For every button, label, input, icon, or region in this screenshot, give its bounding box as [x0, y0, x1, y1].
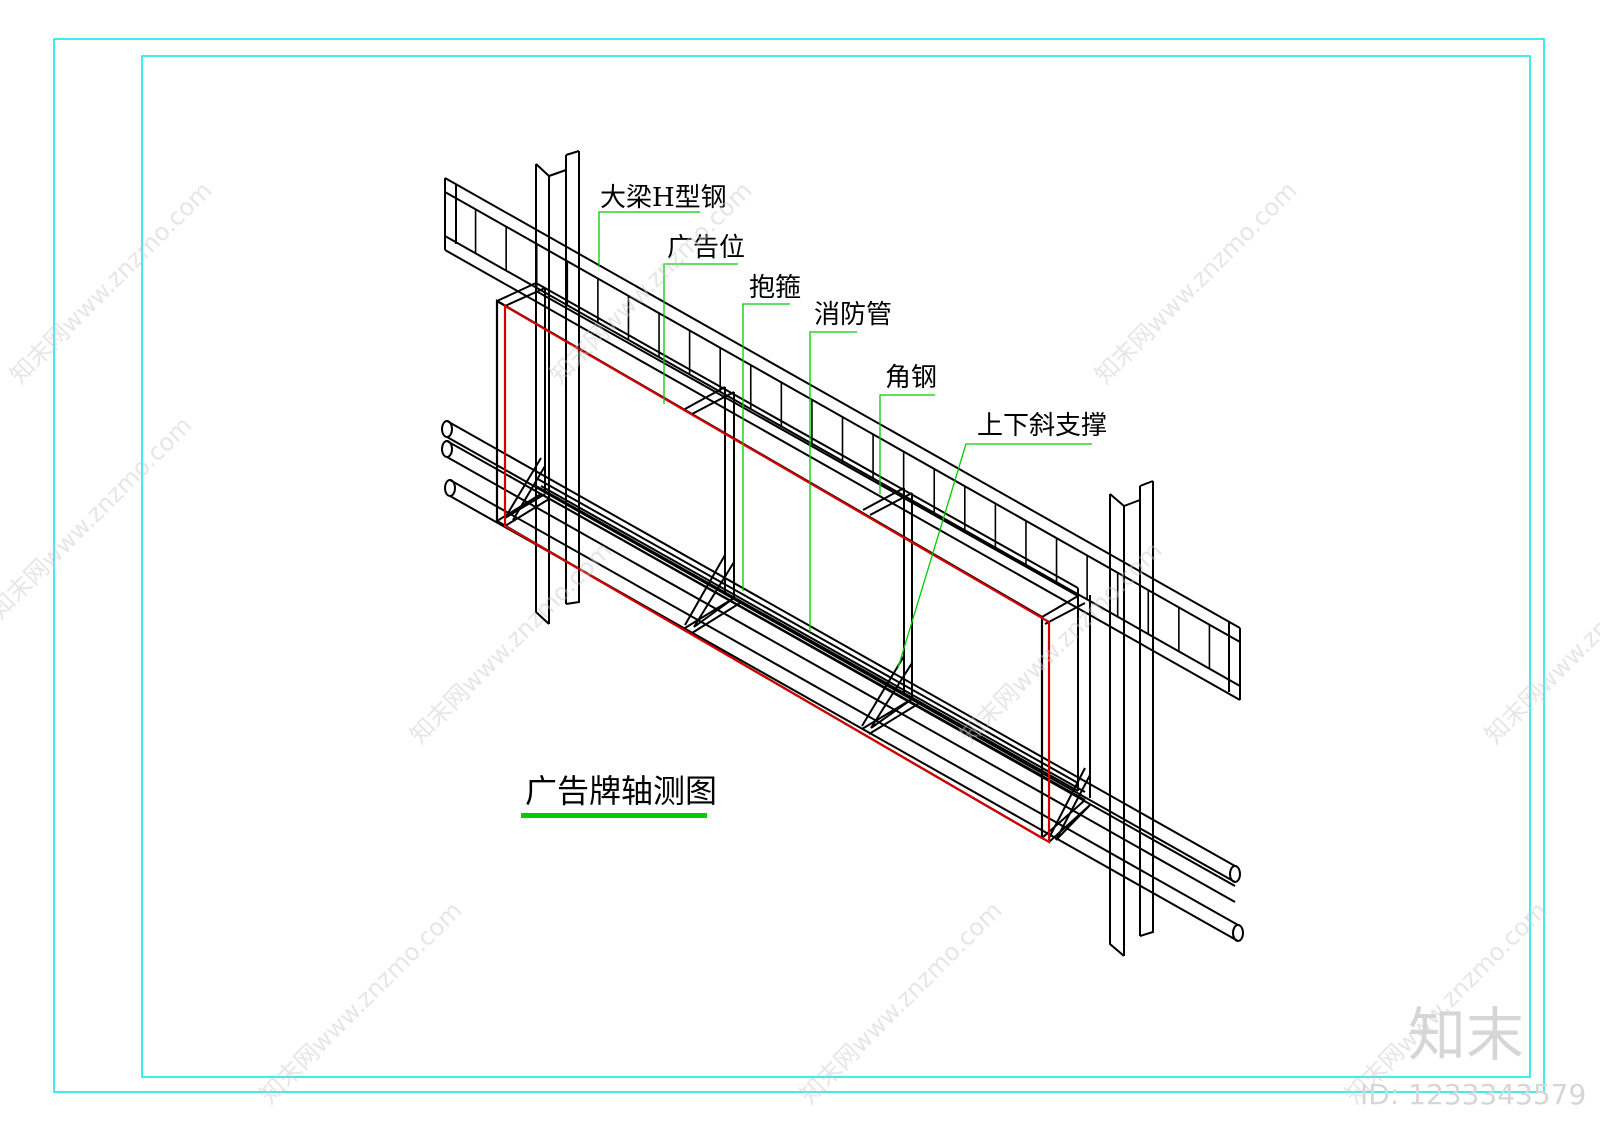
watermark-text: 知末网www.znzmo.com: [0, 411, 197, 624]
label-beam: 大梁H型钢: [600, 183, 727, 213]
drawing-title: 广告牌轴测图: [525, 772, 717, 810]
ad-sign-front-frame: [495, 299, 1051, 844]
label-braces: 上下斜支撑: [977, 411, 1107, 441]
inner-sheet-border: [141, 55, 1531, 1078]
h-beam: [444, 177, 1241, 701]
id-watermark: ID: 1233343579: [1360, 1078, 1586, 1111]
label-ad-position: 广告位: [667, 233, 745, 263]
outer-sheet-border: [53, 38, 1545, 1093]
watermark-text: 知末网www.znzmo.com: [954, 536, 1167, 749]
watermark-text: 知末网www.znzmo.com: [4, 176, 217, 389]
right-h-column: [1109, 480, 1154, 957]
watermark-text: 知末网www.znzmo.com: [1479, 536, 1600, 749]
brand-watermark: 知末: [1408, 1001, 1524, 1069]
title-underline: [521, 813, 707, 818]
label-fire-pipe: 消防管: [814, 300, 892, 330]
watermark-text: 知末网www.znzmo.com: [404, 536, 617, 749]
label-hoop: 抱箍: [749, 273, 801, 303]
watermark-layer: 知末网www.znzmo.com 知末网www.znzmo.com 知末网www…: [0, 176, 1600, 1109]
label-angle-steel: 角钢: [885, 363, 937, 393]
leader-lines: [598, 211, 1092, 669]
sign-back-frame: [535, 282, 1091, 801]
diagonal-braces: [504, 457, 1091, 841]
left-h-column: [535, 150, 580, 625]
watermark-text: 知末网www.znzmo.com: [1089, 176, 1302, 389]
